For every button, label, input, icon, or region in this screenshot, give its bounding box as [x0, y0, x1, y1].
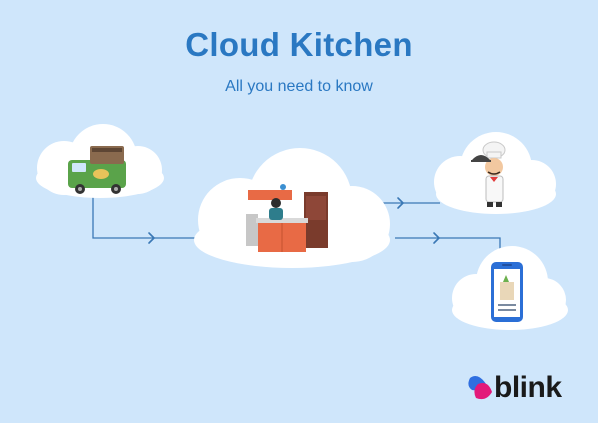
- blink-logo-icon: [468, 376, 492, 400]
- diagram-subtitle: All you need to know: [225, 78, 373, 95]
- arrowheads: [148, 197, 440, 244]
- brand-name: blink: [494, 371, 562, 404]
- edge-kitchen-to-phone: [395, 237, 501, 258]
- diagram-title: Cloud Kitchen: [185, 26, 413, 63]
- edge-truck-to-kitchen: [92, 197, 196, 239]
- chef-cloche-icon: [471, 141, 506, 207]
- phone-order-icon: [491, 262, 523, 322]
- kitchen-cook-icon: [246, 184, 328, 252]
- arrow-chevron-icon: [148, 232, 155, 244]
- arrow-chevron-icon: [397, 197, 404, 209]
- brand: blink: [466, 370, 576, 410]
- arrow-chevron-icon: [433, 232, 440, 244]
- food-truck-icon: [68, 146, 126, 194]
